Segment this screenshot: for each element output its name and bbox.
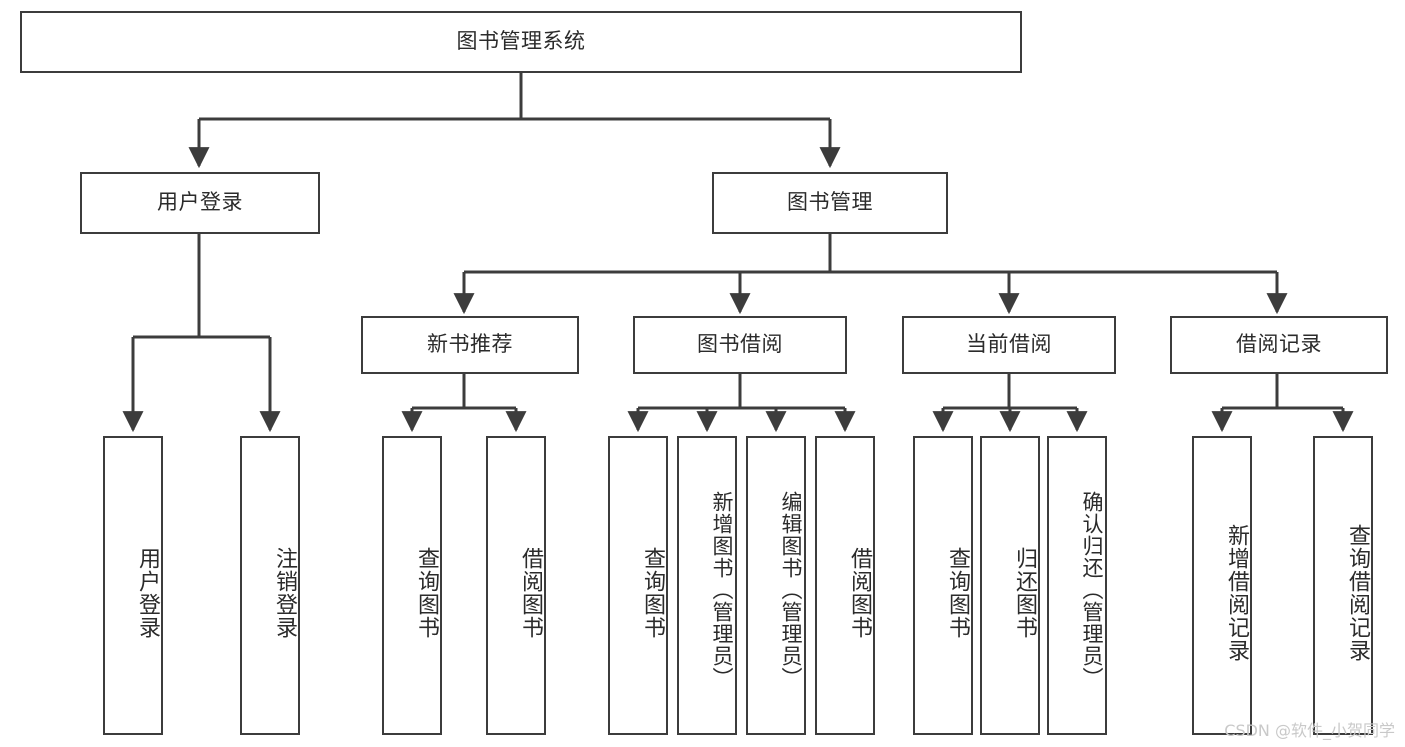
node-leaf-user-login[interactable]: 用户登录 [103,436,163,735]
node-leaf-query-book-recommend[interactable]: 查询图书 [382,436,442,735]
node-leaf-query-book-current[interactable]: 查询图书 [913,436,973,735]
node-leaf-logout[interactable]: 注销登录 [240,436,300,735]
node-leaf-query-borrow-record[interactable]: 查询借阅记录 [1313,436,1373,735]
node-book-management[interactable]: 图书管理 [712,172,948,234]
node-leaf-add-book-admin[interactable]: 新增图书（管理员） [677,436,737,735]
node-user-login[interactable]: 用户登录 [80,172,320,234]
node-current-borrow[interactable]: 当前借阅 [902,316,1116,374]
node-leaf-borrow-book-recommend[interactable]: 借阅图书 [486,436,546,735]
node-book-borrow[interactable]: 图书借阅 [633,316,847,374]
node-leaf-query-book-borrow[interactable]: 查询图书 [608,436,668,735]
node-leaf-edit-book-admin[interactable]: 编辑图书（管理员） [746,436,806,735]
csdn-watermark: CSDN @软件_小贺同学 [1224,721,1395,740]
node-root-system[interactable]: 图书管理系统 [20,11,1022,73]
node-leaf-return-book[interactable]: 归还图书 [980,436,1040,735]
node-leaf-confirm-return-admin[interactable]: 确认归还（管理员） [1047,436,1107,735]
node-borrow-record[interactable]: 借阅记录 [1170,316,1388,374]
node-new-book-recommend[interactable]: 新书推荐 [361,316,579,374]
node-leaf-add-borrow-record[interactable]: 新增借阅记录 [1192,436,1252,735]
node-leaf-borrow-book[interactable]: 借阅图书 [815,436,875,735]
